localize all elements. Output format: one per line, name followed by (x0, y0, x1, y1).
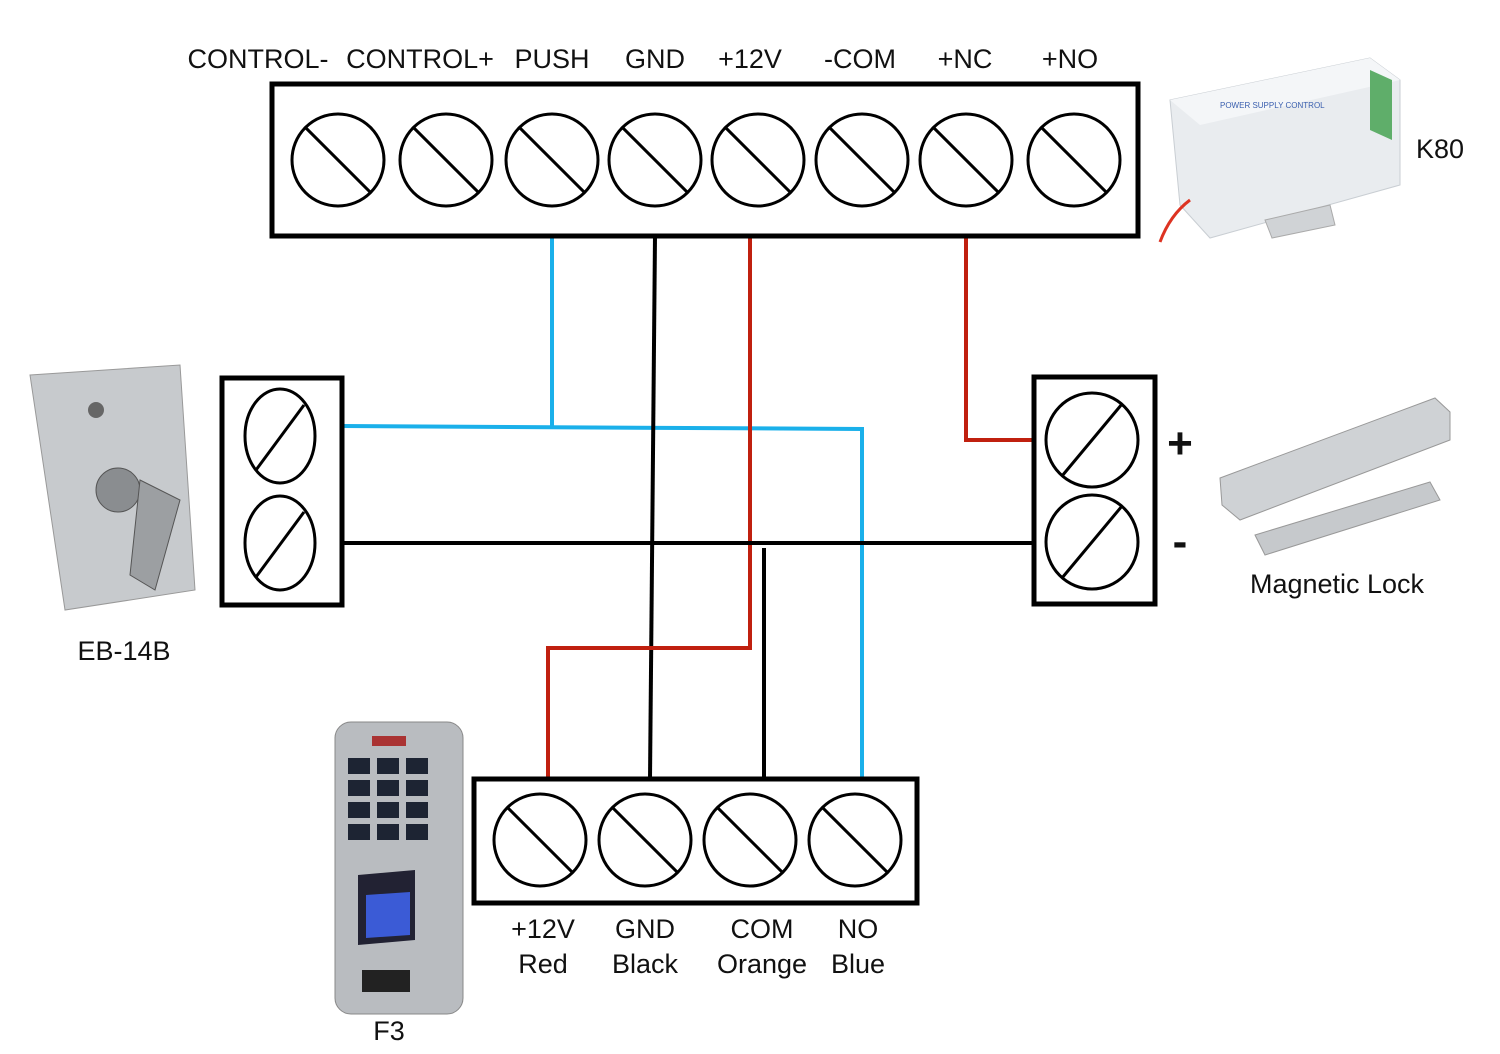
controller-terminal-label: CONTROL+ (346, 44, 494, 74)
reader-terminal-block (471, 776, 920, 906)
screw-terminal (918, 112, 1014, 208)
controller-terminal-label: +NC (938, 44, 993, 74)
exit-button-terminal-block (219, 375, 345, 608)
k80-label: K80 (1416, 134, 1464, 164)
controller-terminal-label: +12V (718, 44, 782, 74)
lock-terminal-block (1031, 374, 1158, 607)
reader-terminal-name: NO (838, 914, 879, 944)
screw-terminal (1026, 112, 1122, 208)
controller-terminal-label: -COM (824, 44, 896, 74)
magnetic-lock-image (1219, 397, 1451, 556)
screw-terminal (290, 112, 386, 208)
screw-terminal (492, 792, 588, 888)
k80-power-supply-image: POWER SUPPLY CONTROL (1158, 57, 1401, 243)
screw-terminal (814, 112, 910, 208)
screw-terminal (607, 112, 703, 208)
screw-terminal (597, 792, 693, 888)
screw-terminal (398, 112, 494, 208)
reader-terminal-name: GND (615, 914, 675, 944)
reader-wire-color: Orange (717, 949, 807, 979)
screw-terminal (702, 792, 798, 888)
controller-terminal-label: +NO (1042, 44, 1098, 74)
reader-wire-color: Blue (831, 949, 885, 979)
screw-terminal (243, 494, 317, 592)
controller-terminal-label: GND (625, 44, 685, 74)
reader-terminal-name: +12V (511, 914, 575, 944)
f3-label: F3 (373, 1016, 405, 1046)
eb-14b-label: EB-14B (77, 636, 170, 666)
controller-terminal-block (269, 81, 1141, 239)
screw-terminal (710, 112, 806, 208)
lock-plus-label: + (1167, 419, 1193, 468)
lock-minus-label: - (1173, 517, 1188, 566)
wire-12v-red (546, 236, 752, 779)
wire-nc-red (964, 236, 1034, 442)
controller-terminal-label: CONTROL- (188, 44, 329, 74)
wire-gnd-black (648, 235, 657, 780)
reader-wire-color: Red (518, 949, 568, 979)
reader-wire-color: Black (612, 949, 679, 979)
controller-terminal-label: PUSH (514, 44, 589, 74)
screw-terminal (807, 792, 903, 888)
f3-reader-image (334, 721, 464, 1015)
magnetic-lock-label: Magnetic Lock (1250, 569, 1425, 599)
screw-terminal (1044, 391, 1140, 489)
screw-terminal (243, 387, 317, 485)
wire-exit-button-blue (341, 424, 864, 779)
screw-terminal (1044, 493, 1140, 591)
eb-14b-exit-button-image (29, 364, 196, 611)
svg-text:POWER SUPPLY CONTROL: POWER SUPPLY CONTROL (1220, 101, 1325, 110)
reader-terminal-name: COM (731, 914, 794, 944)
screw-terminal (504, 112, 600, 208)
